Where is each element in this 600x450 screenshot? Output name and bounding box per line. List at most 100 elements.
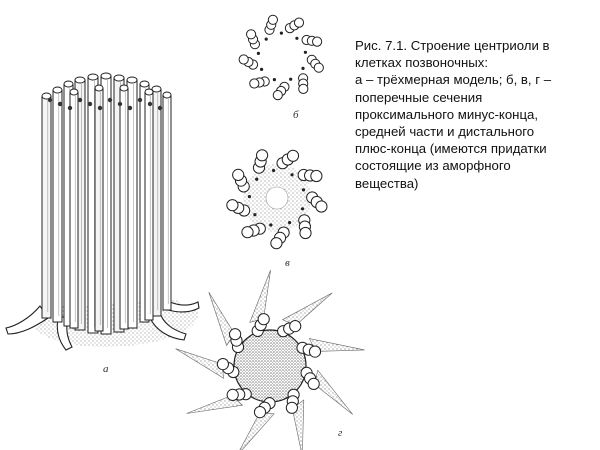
linker — [137, 97, 143, 103]
tube-end — [94, 84, 104, 92]
microtubule-triplets — [41, 75, 172, 335]
linker-dot — [303, 50, 307, 54]
caption-line: Рис. 7.1. Строение центриоли в — [355, 38, 550, 53]
microtubule — [52, 89, 63, 323]
linker-dot — [253, 213, 257, 217]
tubule — [310, 169, 323, 183]
linker-dot — [260, 67, 264, 71]
triplet — [276, 149, 300, 177]
tube-end — [126, 76, 138, 84]
triplet — [229, 328, 245, 354]
linker-dot — [269, 223, 273, 227]
linker-dot — [290, 173, 294, 177]
linker-dot — [289, 77, 293, 81]
microtubule — [144, 91, 154, 321]
label-v: в — [285, 257, 290, 269]
tube-end — [144, 88, 154, 96]
linker-dot — [247, 195, 251, 199]
triplet — [238, 51, 260, 70]
triplet — [226, 388, 252, 401]
distal-appendage — [314, 369, 354, 415]
caption-line: поперечные сечения — [355, 89, 483, 105]
linker-dot — [272, 78, 276, 82]
tube-end — [139, 80, 150, 88]
tube-end — [151, 85, 162, 93]
cross-section-middle: в — [226, 149, 328, 269]
caption-line: состоящие из аморфного — [355, 158, 511, 174]
microtubule — [41, 95, 52, 319]
tube-end — [87, 73, 99, 81]
caption-line: проксимального минус-конца, — [355, 106, 539, 122]
linker — [87, 101, 93, 107]
triplet — [288, 214, 312, 240]
microtubule — [162, 94, 172, 311]
linker-dot — [301, 188, 306, 192]
ring-v-triplets — [226, 149, 328, 250]
tubule — [257, 313, 270, 326]
basal-appendages — [5, 301, 200, 351]
tubule — [285, 401, 298, 414]
caption-line: плюс-конца (имеются придатки — [355, 141, 547, 157]
appendage-foot — [5, 305, 49, 335]
triplet — [285, 388, 300, 414]
tubule — [226, 388, 239, 401]
triplet — [301, 34, 323, 54]
triplet — [252, 149, 276, 174]
lumen-v — [265, 186, 289, 210]
centriole-3d-model: а — [5, 72, 200, 375]
tube-end — [63, 80, 74, 88]
distal-appendage — [281, 292, 333, 326]
cross-section-proximal: б — [238, 14, 324, 121]
triplet — [216, 358, 240, 379]
tubule — [289, 320, 302, 333]
linker — [67, 105, 73, 111]
microtubule — [69, 91, 79, 329]
tubule — [216, 358, 229, 371]
triplet — [246, 29, 268, 50]
triplet — [264, 14, 283, 35]
caption-line: а – трёхмерная модель; б, в, г – — [355, 72, 552, 88]
tubule — [256, 149, 269, 162]
linker-dot — [279, 31, 283, 35]
linker-dot — [301, 66, 305, 70]
triplet — [300, 366, 320, 390]
linker — [77, 97, 83, 103]
caption-line: клетках позвоночных: — [355, 55, 488, 71]
tube-end — [162, 91, 172, 99]
linker — [47, 97, 53, 103]
linker — [117, 101, 123, 107]
tubule — [253, 406, 267, 419]
cross-section-distal: г — [175, 269, 365, 450]
triplet — [289, 73, 309, 95]
tubule — [246, 29, 257, 40]
caption-line: вещества) — [355, 175, 419, 191]
triplet — [284, 17, 305, 40]
ring-g-triplets — [216, 313, 322, 419]
triplet — [241, 213, 266, 239]
triplet — [249, 67, 270, 89]
tubule — [232, 168, 245, 181]
linker — [107, 97, 113, 103]
linker-dot — [255, 177, 259, 181]
tubule — [312, 36, 323, 47]
ring-b-triplets — [238, 14, 324, 101]
triplet — [251, 313, 270, 337]
tubule — [272, 90, 283, 101]
linker-dot — [300, 207, 305, 211]
tubule — [229, 328, 242, 341]
linker-dot — [272, 168, 276, 173]
tubule — [249, 78, 260, 89]
tube-end — [119, 84, 129, 92]
triplet — [296, 341, 322, 358]
distal-appendages — [175, 269, 365, 450]
appendage-foot — [167, 301, 200, 313]
tubule — [226, 199, 239, 212]
tubule — [241, 226, 254, 239]
triplet — [277, 320, 302, 338]
linker-dot — [295, 36, 299, 40]
tubule — [293, 17, 305, 28]
tubule — [308, 345, 322, 358]
triplet — [232, 168, 259, 193]
linker — [147, 101, 153, 107]
